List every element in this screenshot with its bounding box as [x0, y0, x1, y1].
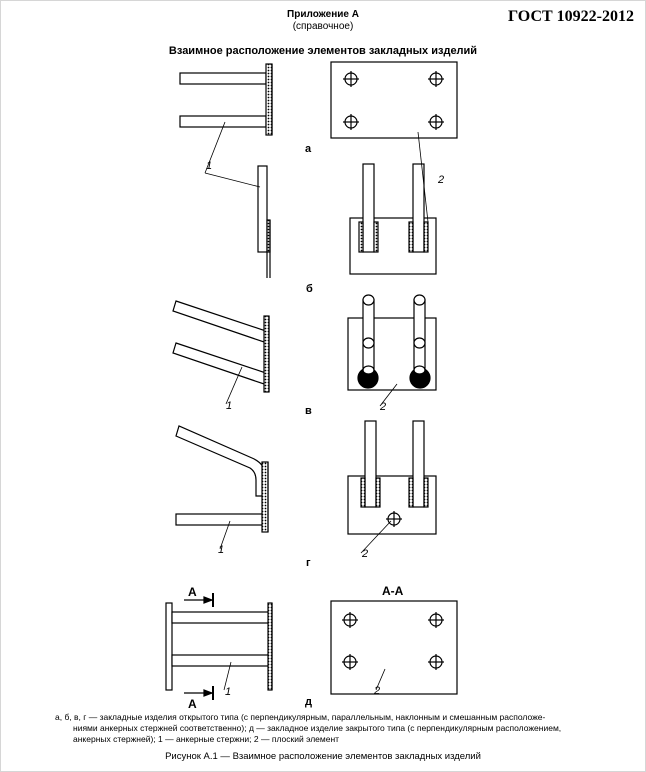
standard-number: ГОСТ 10922-2012 [508, 8, 634, 25]
panel-label-a: а [305, 143, 312, 155]
section-marker: А [188, 585, 197, 599]
figure-caption: Рисунок А.1 — Взаимное расположение элем… [165, 751, 481, 762]
panel-g-front-view [347, 420, 437, 535]
callout-1: 1 [206, 160, 212, 172]
appendix-subtitle: (справочное) [292, 21, 354, 32]
leader-lines [204, 121, 429, 691]
callout-2: 2 [361, 548, 368, 560]
panel-a-side-view [179, 63, 273, 136]
panel-d-side-view [165, 593, 273, 700]
figure-heading: Взаимное расположение элементов закладны… [168, 45, 478, 57]
anchor-hole-icon [343, 71, 359, 87]
legend-line: анкерных стержней); 1 — анкерные стержни… [73, 734, 340, 744]
panel-label-d: д [305, 696, 312, 708]
legend-line: а, б, в, г — закладные изделия открытого… [55, 712, 546, 722]
panel-v-front-view [347, 294, 437, 391]
figure-legend: а, б, в, г — закладные изделия открытого… [55, 712, 600, 745]
panel-d-plate [330, 600, 458, 695]
panel-label-b: б [306, 283, 313, 295]
appendix-title: Приложение А [287, 9, 359, 20]
legend-line: ниями анкерных стержней соответственно);… [73, 723, 562, 733]
section-marker: А [188, 697, 197, 711]
section-title: А-А [382, 584, 404, 598]
callout-1: 1 [226, 400, 232, 412]
panel-b-front-view [349, 163, 437, 275]
panel-v-side-view [172, 300, 270, 393]
anchor-hole-icon [342, 612, 358, 628]
callout-2: 2 [373, 685, 380, 697]
anchor-hole-icon [342, 654, 358, 670]
panel-label-g: г [306, 557, 311, 569]
anchor-hole-icon [428, 654, 444, 670]
panel-g-side-view [175, 425, 269, 533]
anchor-hole-icon [428, 114, 444, 130]
callout-1: 1 [225, 686, 231, 698]
panel-a-plate [330, 61, 458, 139]
callout-2: 2 [437, 174, 444, 186]
anchor-hole-icon [343, 114, 359, 130]
callout-2: 2 [379, 401, 386, 413]
anchor-hole-icon [428, 612, 444, 628]
anchor-hole-icon [386, 511, 402, 527]
panel-b-side-view [257, 165, 271, 278]
panel-label-v: в [305, 405, 312, 417]
callout-1: 1 [218, 544, 224, 556]
anchor-hole-icon [428, 71, 444, 87]
